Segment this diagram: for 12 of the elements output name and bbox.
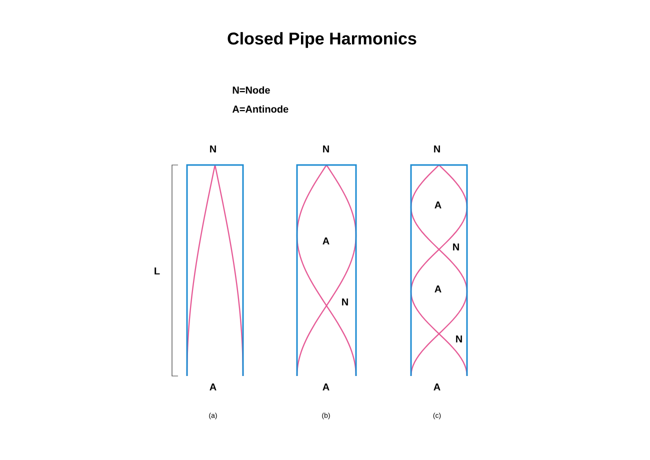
- title: Closed Pipe Harmonics: [228, 32, 416, 48]
- node-label: A: [322, 384, 330, 390]
- dimension-label: L: [154, 268, 160, 274]
- node-label: N: [323, 146, 329, 152]
- pipe-box: A N A N: [433, 200, 464, 344]
- pipe-box: A N: [321, 236, 350, 306]
- node-label: N: [210, 146, 216, 152]
- pipe-box: [186, 164, 244, 376]
- node-label: N: [434, 146, 440, 152]
- legend-text: A=Antinode: [232, 105, 288, 113]
- node-label: A: [434, 384, 440, 390]
- legend-text: N=Node: [232, 86, 270, 94]
